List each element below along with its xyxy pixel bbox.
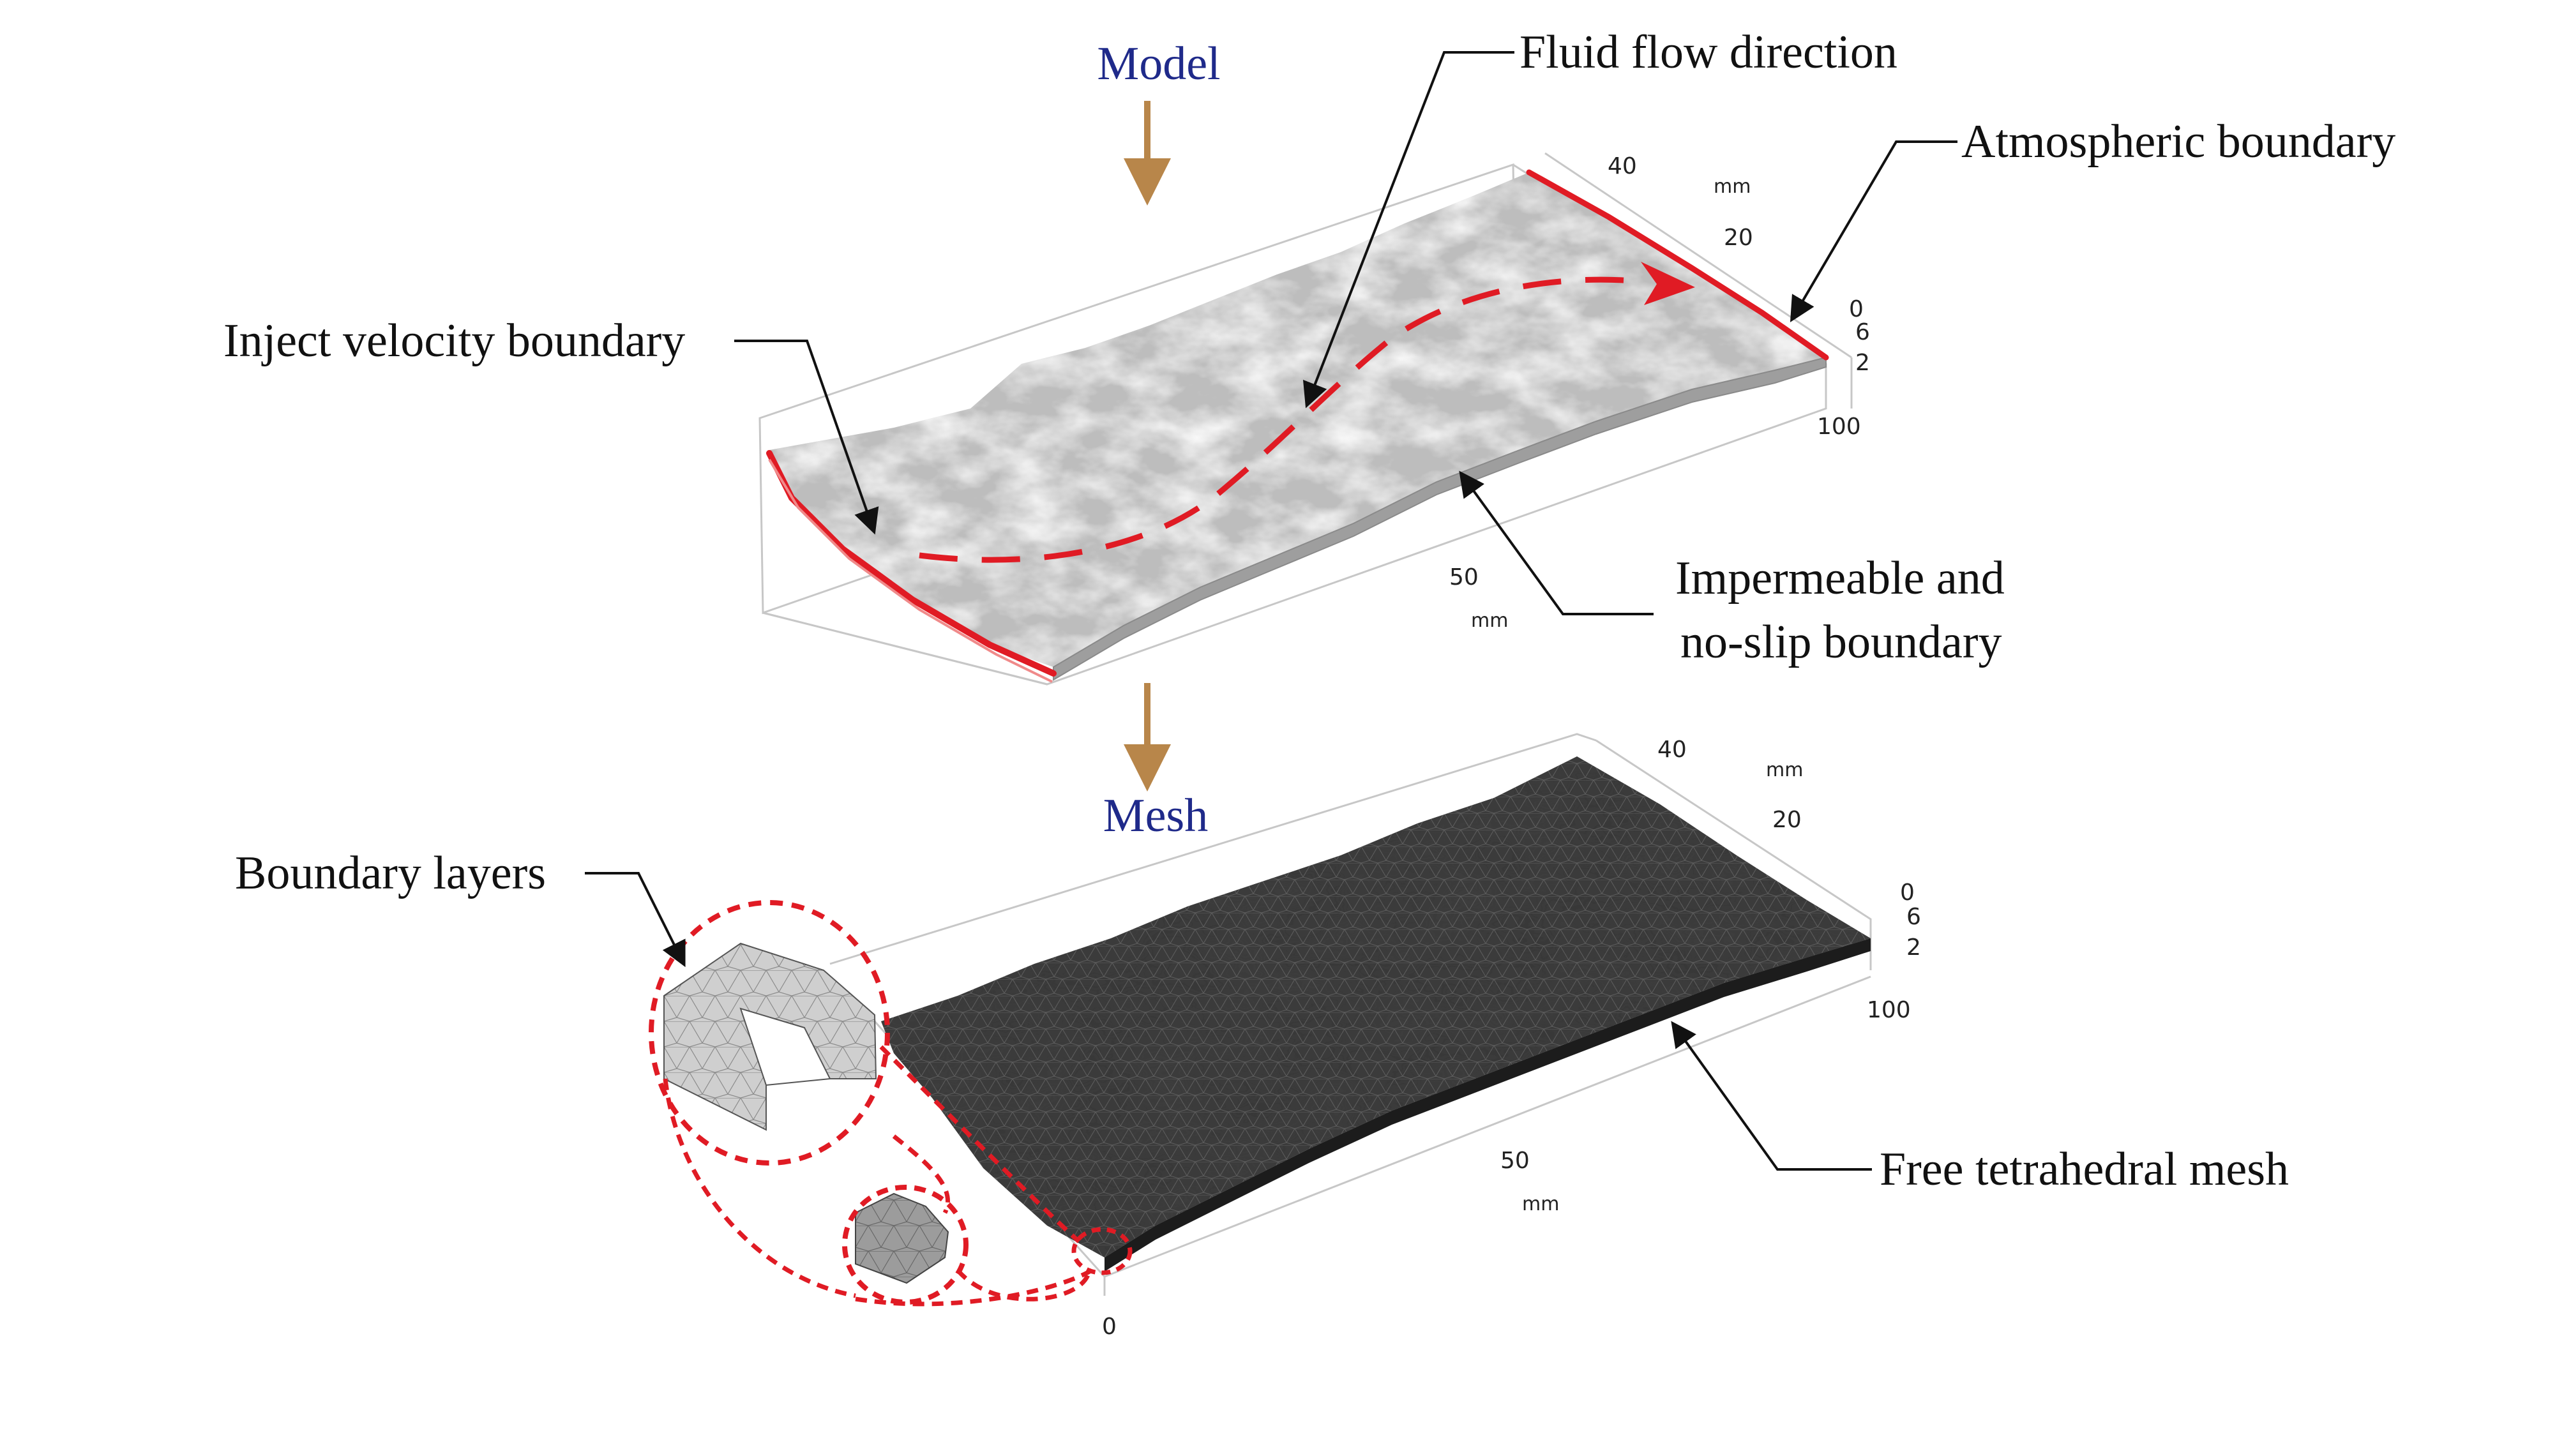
down-arrow-icon <box>1124 683 1171 792</box>
mesh-x-tick-100: 100 <box>1867 997 1911 1023</box>
mesh-y-tick-20: 20 <box>1772 807 1802 833</box>
label-free-tetrahedral-mesh: Free tetrahedral mesh <box>1880 1143 2289 1196</box>
leader-fluid-flow <box>1302 51 1514 409</box>
model-z-tick-2: 2 <box>1855 350 1870 376</box>
model-y-tick-20: 20 <box>1724 225 1753 251</box>
label-fluid-flow-direction: Fluid flow direction <box>1520 26 1897 79</box>
mesh-panel: Mesh <box>235 733 2289 1340</box>
mesh-z-tick-6: 6 <box>1906 904 1921 930</box>
leader-impermeable <box>1459 470 1654 615</box>
boundary-layer-connectors <box>663 1045 1093 1307</box>
mesh-title: Mesh <box>1103 790 1208 842</box>
model-surface <box>769 172 1827 681</box>
leader-free-tet <box>1671 1021 1872 1171</box>
label-atmospheric-boundary: Atmospheric boundary <box>1961 116 2395 168</box>
model-title: Model <box>1097 38 1220 90</box>
mesh-y-tick-40: 40 <box>1657 737 1687 763</box>
leader-inject <box>734 340 879 535</box>
down-arrow-icon <box>1124 101 1171 206</box>
model-x-unit: mm <box>1471 610 1508 632</box>
mesh-x-tick-0: 0 <box>1102 1314 1117 1340</box>
inject-velocity-boundary-line <box>766 450 1057 683</box>
label-impermeable-line2: no-slip boundary <box>1680 616 2002 668</box>
model-panel: Model 4 <box>223 26 2395 686</box>
atmospheric-boundary-line <box>1526 169 1829 361</box>
model-y-unit: mm <box>1714 176 1751 198</box>
label-boundary-layers: Boundary layers <box>235 847 546 899</box>
leader-atmospheric <box>1790 140 1957 322</box>
mesh-z-tick-2: 2 <box>1906 934 1921 961</box>
model-z-tick-6: 6 <box>1855 319 1870 345</box>
label-impermeable-line1: Impermeable and <box>1675 552 2005 604</box>
mesh-y-unit: mm <box>1766 759 1803 781</box>
leader-boundary-layers <box>585 872 686 968</box>
model-y-tick-40: 40 <box>1608 153 1637 179</box>
mesh-x-unit: mm <box>1522 1193 1559 1215</box>
flow-direction-arrow-icon <box>919 262 1695 563</box>
boundary-layer-origin-marker <box>1071 1227 1133 1275</box>
model-x-tick-50: 50 <box>1449 564 1479 590</box>
mesh-y-tick-0: 0 <box>1900 880 1915 906</box>
model-x-tick-100: 100 <box>1817 414 1861 440</box>
boundary-layer-zoom-large <box>649 900 890 1166</box>
mesh-x-tick-50: 50 <box>1500 1148 1530 1174</box>
mesh-surface <box>881 756 1871 1272</box>
model-y-tick-0: 0 <box>1849 296 1864 322</box>
label-inject-velocity-boundary: Inject velocity boundary <box>223 315 685 367</box>
boundary-layer-zoom-small <box>842 1185 969 1305</box>
